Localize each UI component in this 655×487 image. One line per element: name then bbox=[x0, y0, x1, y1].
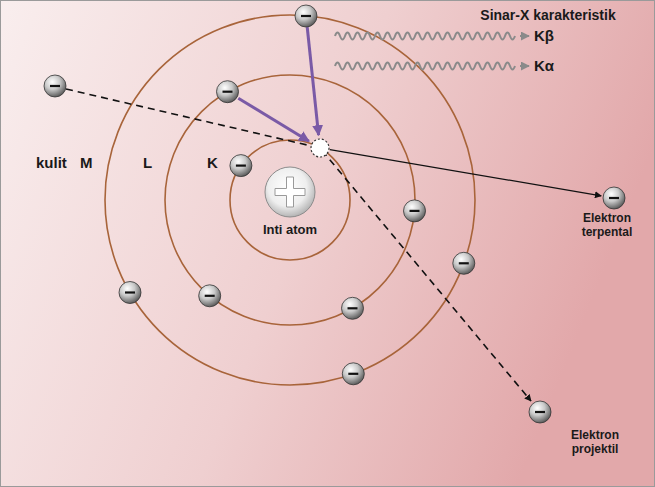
electron-ball bbox=[404, 200, 426, 222]
electron bbox=[342, 363, 364, 385]
minus-sign bbox=[223, 91, 233, 93]
ejected-path bbox=[330, 150, 601, 196]
label-slot: M bbox=[80, 154, 93, 172]
electron bbox=[44, 75, 66, 97]
label-slot: Elektron terpental bbox=[567, 211, 647, 240]
nucleus bbox=[265, 167, 315, 217]
minus-sign bbox=[50, 85, 60, 87]
minus-sign bbox=[125, 291, 135, 293]
minus-sign bbox=[348, 373, 358, 375]
projectile-path bbox=[66, 89, 531, 401]
electron-ball bbox=[529, 401, 551, 423]
electron bbox=[404, 200, 426, 222]
electron-ball bbox=[199, 285, 221, 307]
electron-ball bbox=[453, 252, 475, 274]
shell-caption: kulit bbox=[36, 154, 67, 172]
electron-ball bbox=[44, 75, 66, 97]
nucleus-label: Inti atom bbox=[263, 222, 317, 238]
transition-arrow bbox=[307, 27, 318, 135]
shell-m bbox=[105, 15, 475, 385]
electron-ball bbox=[119, 282, 141, 304]
electron bbox=[119, 282, 141, 304]
label-slot: Kα bbox=[534, 57, 554, 75]
electron bbox=[295, 5, 317, 27]
electron-ball bbox=[295, 5, 317, 27]
electron-ball bbox=[603, 187, 625, 209]
minus-sign bbox=[205, 295, 215, 297]
electron bbox=[453, 252, 475, 274]
xray-arrow bbox=[520, 35, 529, 37]
label-slot: kulit bbox=[36, 154, 67, 172]
electron-label: Elektron projektil bbox=[555, 428, 635, 457]
electron-ball bbox=[342, 297, 364, 319]
minus-sign bbox=[535, 411, 545, 413]
shell-name: K bbox=[207, 154, 218, 172]
electron-ball bbox=[217, 81, 239, 103]
electron-ball bbox=[342, 363, 364, 385]
xray-label: Kβ bbox=[534, 27, 554, 45]
electron-ball bbox=[230, 155, 252, 177]
xray-arrow bbox=[520, 65, 529, 67]
vacancy bbox=[311, 139, 329, 157]
label-slot: K bbox=[207, 154, 218, 172]
xray-wave bbox=[335, 63, 515, 70]
label-slot: Kβ bbox=[534, 27, 554, 45]
label-slot: Elektron projektil bbox=[555, 428, 635, 457]
minus-sign bbox=[301, 15, 311, 17]
electron bbox=[217, 81, 239, 103]
transition-arrow bbox=[238, 98, 309, 141]
electron bbox=[603, 187, 625, 209]
minus-sign bbox=[459, 262, 469, 264]
label-slot: L bbox=[143, 154, 152, 172]
minus-sign bbox=[236, 165, 246, 167]
minus-sign bbox=[348, 307, 358, 309]
xray-wave bbox=[335, 33, 515, 40]
heading-label: Sinar-X karakteristik bbox=[480, 7, 615, 24]
electron-label: Elektron terpental bbox=[567, 211, 647, 240]
shell-name: L bbox=[143, 154, 152, 172]
minus-sign bbox=[410, 210, 420, 212]
plus-symbol bbox=[275, 177, 305, 207]
label-slot: Sinar-X karakteristik bbox=[480, 7, 615, 24]
minus-sign bbox=[609, 197, 619, 199]
shell-name: M bbox=[80, 154, 93, 172]
electron bbox=[529, 401, 551, 423]
electron bbox=[342, 297, 364, 319]
label-slot: Inti atom bbox=[263, 222, 317, 238]
shell-k bbox=[230, 140, 350, 260]
xray-label: Kα bbox=[534, 57, 554, 75]
electron bbox=[199, 285, 221, 307]
shell-l bbox=[165, 75, 415, 325]
electron bbox=[230, 155, 252, 177]
